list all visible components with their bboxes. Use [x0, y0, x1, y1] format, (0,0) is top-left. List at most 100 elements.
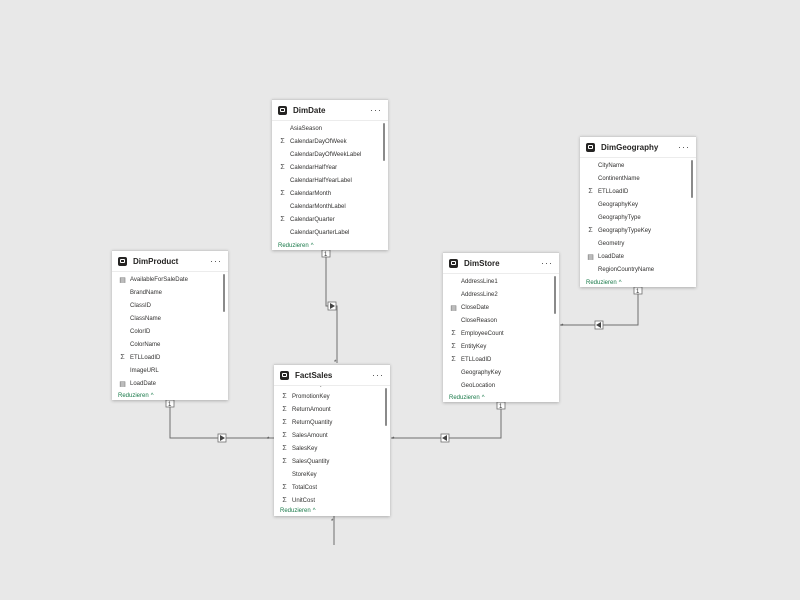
field-name: TotalCost [292, 484, 318, 491]
field-name: ReturnQuantity [292, 419, 333, 426]
more-options-icon[interactable]: ··· [541, 258, 553, 268]
table-header[interactable]: FactSales ··· [274, 365, 390, 386]
sigma-icon: Σ [282, 497, 287, 504]
calendar-icon: ▤ [587, 253, 594, 261]
field-row[interactable]: Σ EmployeeCount [443, 327, 559, 340]
collapse-button[interactable]: Reduzieren^ [443, 392, 559, 404]
collapse-label: Reduzieren [449, 395, 480, 401]
scrollbar[interactable] [554, 276, 556, 314]
table-card-factsales[interactable]: FactSales ··· ProductKeyΣPromotionKeyΣRe… [274, 364, 390, 516]
field-row[interactable]: ▤LoadDate [112, 377, 228, 390]
field-row[interactable]: AddressLine1 [443, 275, 559, 288]
field-row[interactable]: ClassName [112, 312, 228, 325]
sigma-icon: Σ [451, 343, 456, 350]
more-options-icon[interactable]: ··· [372, 370, 384, 380]
table-header[interactable]: DimGeography ··· [580, 137, 696, 158]
field-row[interactable]: AddressLine2 [443, 288, 559, 301]
collapse-button[interactable]: Reduzieren^ [580, 277, 696, 289]
field-row[interactable]: ▤AvailableForSaleDate [112, 273, 228, 286]
field-row[interactable]: ColorID [112, 325, 228, 338]
field-name: BrandName [130, 289, 163, 296]
sigma-icon: Σ [451, 330, 456, 337]
field-row[interactable]: GeoLocation [443, 379, 559, 392]
table-icon [118, 256, 127, 266]
table-header[interactable]: DimDate ··· [272, 100, 388, 121]
field-row[interactable]: ▤CloseDate [443, 301, 559, 314]
field-list[interactable]: ProductKeyΣPromotionKeyΣReturnAmountΣRet… [274, 386, 390, 505]
field-name: GeographyKey [598, 201, 639, 208]
field-name: UnitCost [292, 497, 316, 504]
field-row[interactable]: BrandName [112, 286, 228, 299]
field-name: EmployeeCount [461, 330, 504, 337]
table-title: DimDate [293, 105, 326, 115]
field-row[interactable]: Geometry [580, 237, 696, 250]
field-row[interactable]: ContinentName [580, 172, 696, 185]
field-row[interactable]: Σ UnitCost [274, 494, 390, 505]
collapse-button[interactable]: Reduzieren^ [274, 505, 390, 517]
field-name: GeographyKey [461, 369, 502, 376]
collapse-button[interactable]: Reduzieren^ [272, 240, 388, 252]
field-row[interactable]: GeographyKey [580, 198, 696, 211]
field-row[interactable]: StoreKey [274, 468, 390, 481]
table-header[interactable]: DimStore ··· [443, 253, 559, 274]
scrollbar[interactable] [383, 123, 385, 161]
more-options-icon[interactable]: ··· [210, 256, 222, 266]
field-row[interactable]: ColorName [112, 338, 228, 351]
sigma-icon: Σ [280, 138, 285, 145]
scrollbar[interactable] [223, 274, 225, 312]
field-row[interactable]: RegionCountryName [580, 263, 696, 276]
field-row[interactable]: CalendarDayOfWeekLabel [272, 148, 388, 161]
field-row[interactable]: ClassID [112, 299, 228, 312]
field-row[interactable]: ▤LoadDate [580, 250, 696, 263]
field-row[interactable]: ImageURL [112, 364, 228, 377]
field-name: ContinentName [598, 175, 640, 182]
field-row[interactable]: CalendarQuarterLabel [272, 226, 388, 239]
scrollbar[interactable] [691, 160, 693, 198]
table-header[interactable]: DimProduct ··· [112, 251, 228, 272]
field-name: AddressLine2 [461, 291, 498, 298]
field-row[interactable]: GeographyKey [443, 366, 559, 379]
more-options-icon[interactable]: ··· [678, 142, 690, 152]
field-name: AvailableForSaleDate [130, 276, 188, 283]
more-options-icon[interactable]: ··· [370, 105, 382, 115]
field-row[interactable]: CloseReason [443, 314, 559, 327]
sigma-icon: Σ [280, 190, 285, 197]
field-row[interactable]: ProductKey [274, 386, 390, 390]
collapse-label: Reduzieren [278, 243, 309, 249]
field-row[interactable]: GeographyType [580, 211, 696, 224]
field-row[interactable]: CalendarHalfYearLabel [272, 174, 388, 187]
field-name: CalendarHalfYearLabel [290, 177, 352, 184]
field-name: GeographyType [598, 214, 641, 221]
collapse-button[interactable]: Reduzieren^ [112, 390, 228, 402]
scrollbar[interactable] [385, 388, 387, 426]
field-row[interactable]: AsiaSeason [272, 122, 388, 135]
field-row[interactable]: CalendarMonthLabel [272, 200, 388, 213]
field-row[interactable]: CityName [580, 159, 696, 172]
